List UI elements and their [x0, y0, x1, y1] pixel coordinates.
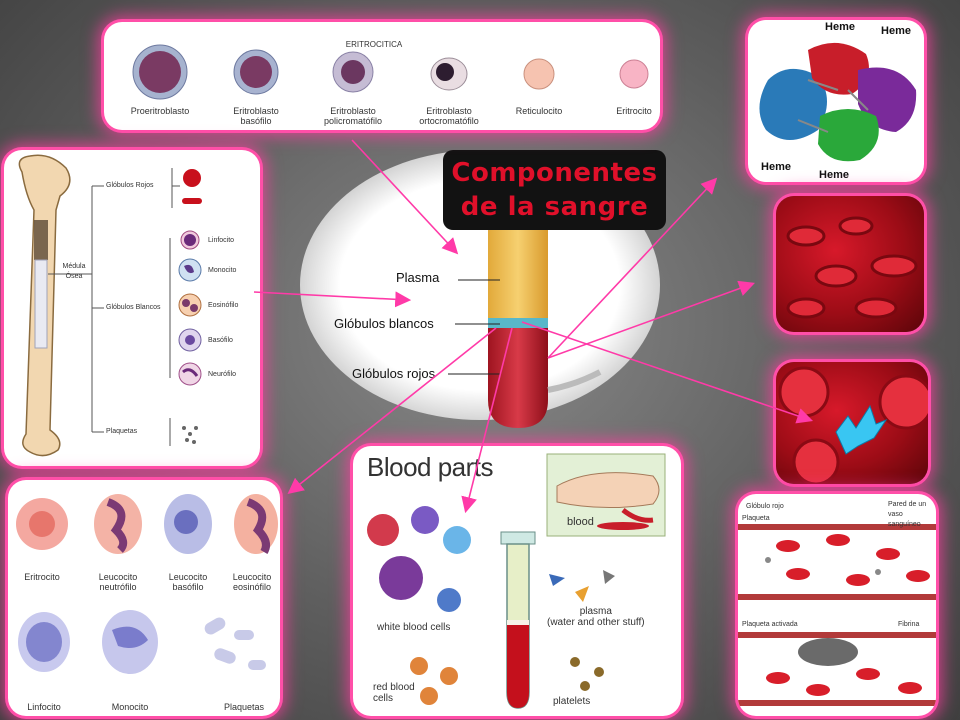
cell-label-7: Plaquetas	[223, 702, 265, 712]
arrow-hemoglobin	[547, 177, 718, 359]
vessel-illustration	[738, 524, 936, 706]
tube-stopper-shadow	[547, 369, 602, 393]
wbc-label-1: Linfocito	[208, 237, 235, 244]
vessel-panel: Glóbulo rojo Plaqueta Pared de un vaso s…	[738, 494, 936, 716]
vessel-label-platelet: Plaqueta	[742, 515, 770, 522]
stage-label-5: Reticulocito	[515, 106, 563, 116]
stage-label-2: Eritroblasto basófilo	[233, 106, 279, 126]
vessel-label-fibrin: Fibrina	[898, 621, 920, 628]
blood-cells-illustration	[16, 494, 278, 674]
heme-label-4: Heme	[819, 169, 849, 181]
cell-label-4: Leucocito eosinófilo	[232, 572, 272, 592]
bone-marrow-panel: Médula Ósea Glóbulos Rojos Glóbulos Blan…	[4, 150, 260, 466]
cell-label-3: Leucocito basófilo	[168, 572, 208, 592]
wbc-label-3: Eosinófilo	[208, 302, 239, 309]
heme-label-3: Heme	[761, 161, 791, 173]
platelets-image	[778, 366, 928, 484]
blood-parts-title: Blood parts	[367, 452, 494, 482]
group-platelets: Plaquetas	[106, 428, 138, 435]
vessel-label-rbc: Glóbulo rojo	[746, 503, 784, 510]
group-white: Glóbulos Blancos	[106, 304, 161, 311]
cell-label-6: Monocito	[111, 702, 149, 712]
white-cells-label: Glóbulos blancos	[334, 316, 434, 331]
title-line-2: de la sangre	[460, 192, 649, 222]
cell-label-2: Leucocito neutrófilo	[98, 572, 138, 592]
hemoglobin-panel: Heme Heme Heme Heme	[748, 20, 924, 182]
marrow-spongy	[34, 220, 48, 260]
marrow-cavity	[34, 259, 48, 349]
blood-parts-illustration	[367, 453, 666, 709]
arrow-redcells	[547, 280, 756, 359]
arrow-erythro	[351, 139, 459, 255]
cell-label-5: Linfocito	[27, 702, 61, 712]
stage-label-1: Proeritroblasto	[130, 106, 190, 116]
femur-diagram	[18, 154, 202, 457]
title-box: Componentes de la sangre	[443, 150, 666, 230]
marrow-label: Médula Ósea	[62, 263, 86, 280]
arrow-bone	[253, 291, 412, 308]
blood-cells-panel: Eritrocito Leucocito neutrófilo Leucocit…	[8, 480, 280, 716]
platelets-label: platelets	[553, 696, 591, 707]
red-cells-label: Glóbulos rojos	[352, 366, 436, 381]
arrow-cells	[287, 327, 497, 494]
wbc-label-2: Monocito	[208, 267, 237, 274]
red-blood-cells-label: red blood cells	[373, 682, 415, 704]
stage-label-3: Eritroblasto policromatófilo	[323, 106, 383, 126]
stage-label-6: Eritrocito	[616, 106, 652, 116]
wbc-label-5: Neurófilo	[208, 371, 237, 378]
erythropoiesis-panel: ERITROCITICA Proeritroblasto Eritroblast…	[104, 22, 660, 130]
tube-red-cells	[488, 328, 548, 428]
vessel-label-activated: Plaqueta activada	[742, 621, 798, 628]
blood-finger-label: blood	[567, 516, 594, 528]
plasma-label: Plasma	[396, 270, 440, 285]
group-red: Glóbulos Rojos	[106, 182, 154, 189]
white-blood-cells-label: white blood cells	[377, 622, 451, 633]
wbc-label-4: Basófilo	[208, 337, 233, 344]
title-line-1: Componentes	[451, 158, 658, 188]
blood-parts-panel: Blood parts blood white blood cells plas…	[353, 446, 681, 716]
red-cells-image	[786, 216, 918, 319]
vessel-label-wall: Pared de un vaso sanguíneo	[888, 501, 927, 528]
erythro-header: ERITROCITICA	[345, 40, 403, 49]
stage-label-4: Eritroblasto ortocromatófilo	[419, 106, 479, 126]
erythro-cells	[132, 44, 649, 100]
tube-plasma	[488, 228, 548, 320]
plasma-part-label: plasma (water and other stuff)	[547, 606, 645, 628]
arrow-platelets	[521, 321, 814, 424]
hemoglobin-structure	[759, 42, 917, 162]
cell-label-1: Eritrocito	[24, 572, 60, 582]
heme-label-2: Heme	[881, 25, 911, 37]
red-cells-photo	[776, 196, 924, 332]
tube-buffy-coat	[488, 318, 548, 328]
heme-label-1: Heme	[825, 21, 855, 33]
arrow-bloodparts	[461, 327, 513, 514]
platelets-photo	[776, 362, 928, 484]
